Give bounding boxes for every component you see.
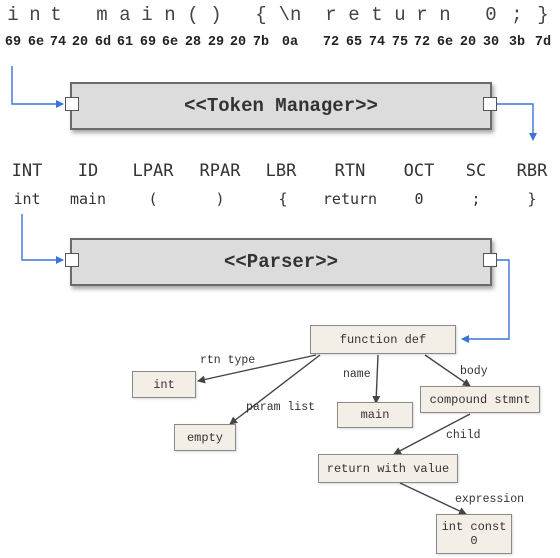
hex-byte: 20 [459, 35, 477, 50]
token-manager-input-port [65, 97, 79, 111]
source-char: u [394, 4, 406, 26]
token-types-row: INT ID LPAR RPAR LBR RTN OCT SC RBR [0, 161, 560, 185]
parser-title: <<Parser>> [223, 251, 339, 273]
token-lexeme: } [527, 190, 537, 208]
hex-bytes-row: 69 6e 74 20 6d 61 69 6e 28 29 20 7b 0a 7… [0, 35, 560, 57]
token-type: RBR [516, 161, 548, 181]
source-char: t [371, 4, 383, 26]
token-type: OCT [403, 161, 435, 181]
token-type: LPAR [132, 161, 174, 181]
token-type: RPAR [199, 161, 241, 181]
edge-label-body: body [460, 365, 488, 378]
source-char: a [119, 4, 131, 26]
hex-byte: 6e [27, 35, 45, 50]
hex-byte: 72 [413, 35, 431, 50]
source-char: ; [511, 4, 523, 26]
edge-label-child: child [446, 429, 481, 442]
hex-byte: 20 [71, 35, 89, 50]
token-type: RTN [334, 161, 366, 181]
hex-byte: 61 [116, 35, 134, 50]
source-char: n [439, 4, 451, 26]
source-char: m [96, 4, 108, 26]
edge-label-expression: expression [455, 493, 525, 506]
token-manager-output-port [483, 97, 497, 111]
source-char: \n [278, 4, 302, 26]
hex-byte: 6d [94, 35, 112, 50]
source-char: r [416, 4, 428, 26]
token-lexeme: ( [148, 190, 158, 208]
token-lexeme: ) [215, 190, 225, 208]
ast-node-return-with-value: return with value [318, 454, 458, 483]
source-char: ) [210, 4, 222, 26]
hex-byte: 69 [4, 35, 22, 50]
parser-output-port [483, 253, 497, 267]
token-lexemes-row: int main ( ) { return 0 ; } [0, 190, 560, 212]
source-char: ( [187, 4, 199, 26]
input-wire-parser [21, 214, 64, 264]
hex-byte: 20 [229, 35, 247, 50]
parser-component: <<Parser>> [65, 238, 497, 286]
edge-label-rtn-type: rtn type [200, 354, 256, 367]
token-type: INT [11, 161, 43, 181]
token-lexeme: main [69, 190, 107, 208]
source-char: { [255, 4, 267, 26]
ast-node-empty: empty [174, 424, 236, 451]
source-char: i [141, 4, 153, 26]
source-char: 0 [485, 4, 497, 26]
token-type: LBR [265, 161, 297, 181]
int-const-label: int const [441, 520, 507, 534]
hex-byte: 0a [281, 35, 299, 50]
hex-byte: 72 [322, 35, 340, 50]
output-wire-parser [461, 259, 510, 343]
edge-label-name: name [343, 368, 371, 381]
hex-byte: 3b [508, 35, 526, 50]
source-char: n [164, 4, 176, 26]
hex-byte: 29 [207, 35, 225, 50]
hex-byte: 65 [345, 35, 363, 50]
token-lexeme: return [322, 190, 378, 208]
edge-param-list [229, 354, 321, 425]
source-char: e [348, 4, 360, 26]
hex-byte: 69 [139, 35, 157, 50]
token-manager-title: <<Token Manager>> [184, 95, 378, 117]
hex-byte: 30 [482, 35, 500, 50]
hex-byte: 75 [391, 35, 409, 50]
ast-node-int: int [132, 371, 196, 398]
token-lexeme: { [278, 190, 288, 208]
token-lexeme: ; [471, 190, 481, 208]
source-code-characters: i n t m a i n ( ) { \n r e t u r n 0 ; } [0, 4, 560, 30]
input-wire-token-manager [11, 66, 64, 108]
ast-node-function-def: function def [310, 325, 456, 354]
token-type: ID [77, 161, 99, 181]
token-lexeme: 0 [414, 190, 424, 208]
token-lexeme: int [13, 190, 41, 208]
source-char: } [537, 4, 549, 26]
int-const-value: 0 [470, 534, 478, 548]
ast-node-int-const: int const 0 [436, 514, 512, 554]
token-type: SC [465, 161, 487, 181]
edge-expression [399, 482, 467, 515]
hex-byte: 6e [161, 35, 179, 50]
source-char: n [29, 4, 41, 26]
hex-byte: 74 [368, 35, 386, 50]
edge-label-param-list: param list [246, 401, 316, 414]
token-manager-component: <<Token Manager>> [65, 82, 497, 130]
output-wire-token-manager [494, 103, 537, 141]
source-char: r [325, 4, 337, 26]
hex-byte: 6e [436, 35, 454, 50]
edge-rtn-type [197, 354, 317, 384]
edge-child [393, 413, 471, 455]
parser-input-port [65, 253, 79, 267]
edge-name [372, 354, 381, 404]
hex-byte: 74 [49, 35, 67, 50]
edge-body [424, 354, 471, 387]
hex-byte: 28 [184, 35, 202, 50]
ast-node-compound-stmnt: compound stmnt [420, 386, 540, 413]
hex-byte: 7d [534, 35, 552, 50]
source-char: i [7, 4, 19, 26]
hex-byte: 7b [252, 35, 270, 50]
source-char: t [50, 4, 62, 26]
ast-node-main: main [337, 402, 413, 428]
